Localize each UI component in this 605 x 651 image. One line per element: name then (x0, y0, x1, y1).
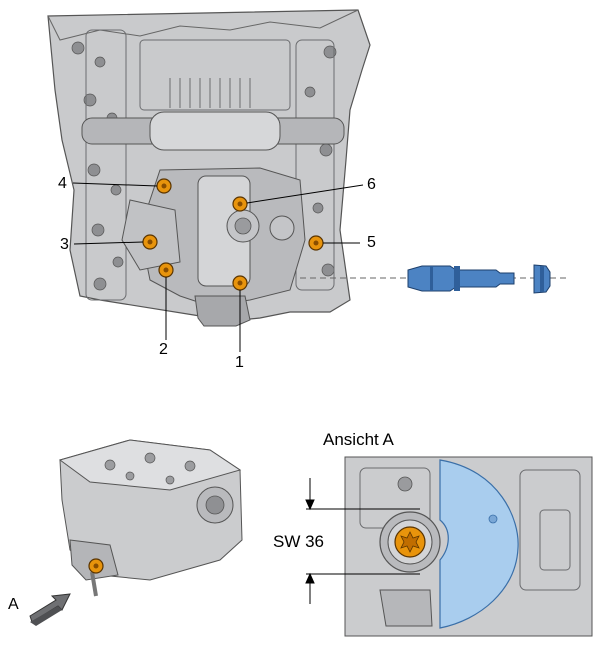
central-valve-bolt-icon (394, 526, 426, 558)
callout-3: 3 (60, 236, 69, 253)
pump-bolt-icon (88, 558, 104, 574)
callout-6: 6 (367, 176, 376, 193)
bolt-5-icon (308, 235, 324, 251)
view-direction-label: A (8, 596, 19, 613)
wrench-size-dimension (305, 478, 420, 604)
callout-1: 1 (235, 354, 244, 371)
view-direction-arrow-icon (29, 593, 71, 626)
view-a-title: Ansicht A (323, 430, 394, 449)
callout-2: 2 (159, 341, 168, 358)
bolt-3-icon (142, 234, 158, 250)
callout-4: 4 (58, 175, 67, 192)
bolt-4-icon (156, 178, 172, 194)
bolt-2-icon (158, 262, 174, 278)
callout-5: 5 (367, 234, 376, 251)
detail-view-a-illustration (305, 456, 593, 637)
bolt-6-icon (232, 196, 248, 212)
callout-leaders (72, 182, 364, 352)
engine-block-illustration (47, 9, 371, 352)
solenoid-valve-illustration (300, 264, 570, 294)
wrench-size-label: SW 36 (273, 532, 325, 551)
bolt-markers (142, 178, 324, 291)
pump-isometric-illustration (29, 439, 243, 626)
bolt-1-icon (232, 275, 248, 291)
